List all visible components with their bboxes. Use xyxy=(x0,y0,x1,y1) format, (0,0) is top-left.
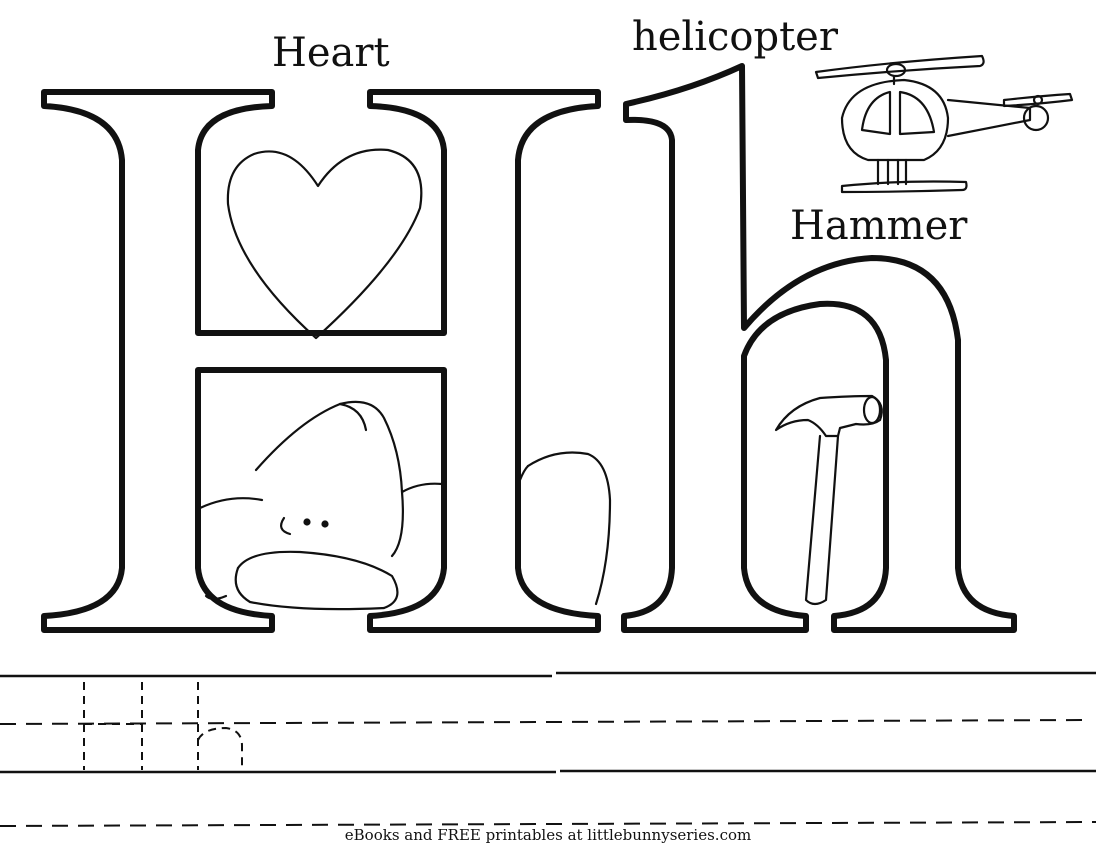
heart-icon xyxy=(226,148,423,340)
helicopter-icon xyxy=(814,54,1074,194)
footer-credit: eBooks and FREE printables at littlebunn… xyxy=(344,826,752,844)
heart-label: Heart xyxy=(272,30,390,76)
uppercase-h-outline xyxy=(41,89,601,633)
helicopter-label: helicopter xyxy=(632,14,838,60)
tracing-letters xyxy=(83,682,243,770)
hammer-icon xyxy=(774,394,883,606)
hammer-label: Hammer xyxy=(790,203,968,249)
lowercase-h-outline xyxy=(621,63,1017,633)
handwriting-lines xyxy=(0,671,1096,827)
hippo-icon xyxy=(198,400,612,611)
